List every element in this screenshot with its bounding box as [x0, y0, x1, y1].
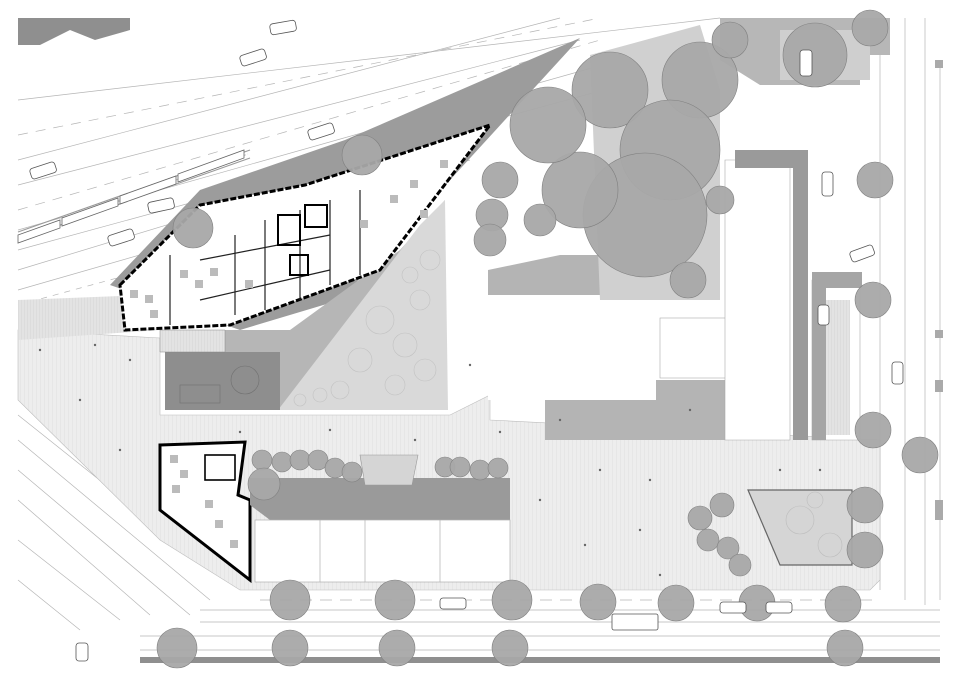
cars [29, 19, 904, 662]
main-building [118, 122, 495, 332]
terrace [165, 352, 280, 410]
east-building [724, 150, 862, 441]
tram [17, 149, 245, 244]
trees [156, 9, 939, 669]
stair-hatch [159, 329, 226, 353]
building-top-left [18, 18, 130, 45]
courtyard-garden [278, 200, 448, 410]
garden-square [747, 489, 853, 566]
east-building-fragments [935, 60, 943, 520]
south-block [250, 454, 511, 583]
road-band-south [140, 599, 940, 651]
central-block [488, 255, 727, 440]
terrace-seating [179, 365, 260, 404]
people [38, 343, 822, 577]
courtyard-garden-pattern [293, 249, 441, 407]
